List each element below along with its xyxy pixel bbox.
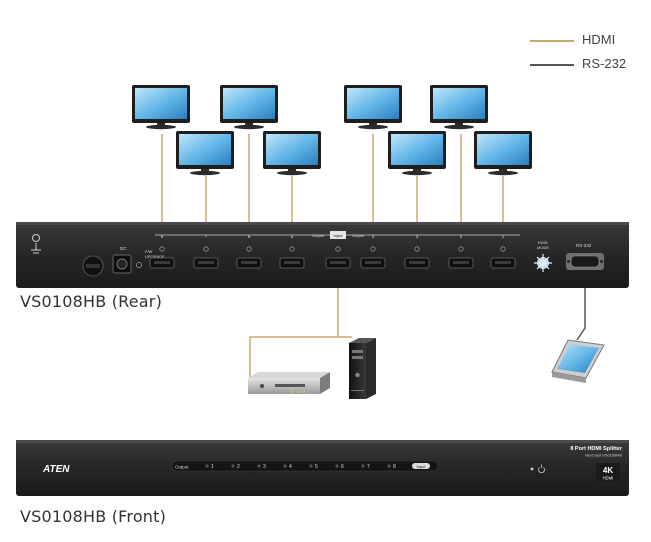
front-port-led [309,464,313,468]
monitor-icon [176,131,234,176]
monitor-icon [388,131,446,176]
front-port-number: 4 [289,464,292,470]
rs232-port-icon [566,253,604,270]
power-jack-icon [82,254,132,277]
fw-upgrade-label: F/W [145,249,153,254]
front-port-number: 3 [263,464,266,470]
hdmi-port-pins [409,261,425,264]
hdmi-port-pins [198,261,214,264]
front-port-led [231,464,235,468]
front-port-number: 5 [315,464,318,470]
legend-rs232-label: RS-232 [582,56,627,71]
front-output-label: Output [175,465,189,470]
rear-port-number: 4 [372,234,375,239]
hdmi-port-pins [330,261,346,264]
input-label-box [330,231,346,239]
power-led [530,467,534,471]
hdmi-output-cables [161,134,504,378]
source-player-icon [248,372,330,394]
rear-input-label: Input [334,233,344,238]
ground-icon [31,234,41,254]
front-port-number: 1 [211,464,214,470]
front-panel [16,440,629,496]
front-product-subtitle: VanCryst VS0108HB [585,453,622,458]
front-port-led [283,464,287,468]
front-port-led [335,464,339,468]
fw-upgrade-label-2: UPGRADE [145,254,165,259]
badge-4k: 4K [603,466,613,475]
hdmi-port-pins [495,261,511,264]
front-port-number: 7 [367,464,370,470]
edid-label-line1: EDID [538,240,548,245]
rear-hdmi-ports: 8 7 6 5 4 3 2 1 [149,234,516,269]
monitor-icon [220,85,278,130]
monitor-icon [263,131,321,176]
monitor-icon [344,85,402,130]
fw-upgrade-switch [136,262,142,268]
front-port-number: 8 [393,464,396,470]
rear-port-number: 7 [205,234,208,239]
port-led [289,246,295,252]
rear-port-number: 8 [161,234,164,239]
edid-label-line2: MODE [537,245,549,250]
hdmi-port-pins [241,261,257,264]
legend-rs232-line [530,64,574,66]
badge-hdmi: HDMI [603,476,614,481]
rear-caption: VS0108HB (Rear) [20,292,163,311]
front-port-leds: 1 2 3 4 5 6 7 8 [205,464,396,470]
monitor-icon [132,85,190,130]
front-input-label: Input [417,464,427,469]
port-led [246,246,252,252]
port-led [458,246,464,252]
port-led [370,246,376,252]
hdmi-port-pins [365,261,381,264]
front-port-led [205,464,209,468]
rear-output-label: Output [312,233,325,238]
hdmi-port-pins [453,261,469,264]
front-port-led [387,464,391,468]
edid-mode-dial-icon [534,254,552,272]
rear-output-label-2: Output [352,233,365,238]
touch-panel-icon [551,339,605,383]
rear-panel: DC F/W UPGRADE [16,222,629,288]
port-led [414,246,420,252]
rs232-cable [576,270,586,341]
hdmi-port-pins [154,261,170,264]
power-icon [538,464,545,474]
rear-port-number: 5 [291,234,294,239]
input-port-led [335,246,341,252]
hdmi-port-pins [284,261,300,264]
front-product-title: 8 Port HDMI Splitter [570,446,623,452]
front-caption: VS0108HB (Front) [20,507,167,526]
front-port-led [361,464,365,468]
rear-port-number: 1 [502,234,505,239]
rear-port-number: 3 [416,234,419,239]
pc-tower-icon [349,338,376,399]
rear-port-number: 6 [248,234,251,239]
front-port-led [257,464,261,468]
front-port-number: 2 [237,464,240,470]
port-led [159,246,165,252]
4k-hdmi-badge [596,463,620,481]
monitor-icon [430,85,488,130]
dc-label: DC [120,246,127,251]
monitor-icon [474,131,532,176]
rs232-port-label: RS-232 [576,243,592,248]
front-brand-logo: ATEN [42,464,70,475]
port-led [500,246,506,252]
legend-hdmi-label: HDMI [582,32,616,47]
port-led [203,246,209,252]
hdmi-input-cable-source [249,275,339,378]
front-port-number: 6 [341,464,344,470]
rear-port-number: 2 [460,234,463,239]
legend-hdmi-line [530,40,574,42]
